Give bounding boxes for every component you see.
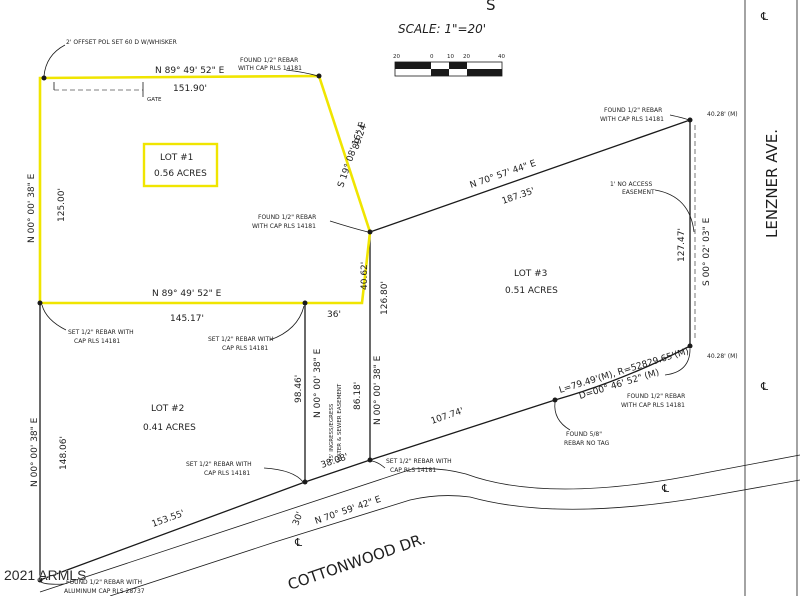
note-found-rebar-4a: FOUND 1/2" REBAR <box>627 393 685 400</box>
watermark: 2021 ARMLS <box>4 567 87 583</box>
note-set-rebar-a1: SET 1/2" REBAR WITH <box>68 329 134 336</box>
scale-tick-label: 40 <box>498 54 505 60</box>
easement-label-2: WATER & SEWER EASEMENT <box>337 383 343 462</box>
lot1-outline <box>38 74 372 305</box>
distance-145: 145.17' <box>170 314 204 324</box>
note-aluminum-cap-a: FOUND 1/2" REBAR WITH <box>66 579 142 586</box>
note-aluminum-cap-b: ALUMINUM CAP RLS 28737 <box>64 588 145 595</box>
bearing-mid-line-2: N 00° 00' 38" E <box>373 355 383 425</box>
bearing-cottonwood: N 70° 59' 42" E <box>314 495 383 527</box>
bearing-west-lower: N 00° 00' 38" E <box>30 417 40 487</box>
centerline-symbol: ℄ <box>760 380 768 393</box>
note-found-rebar-1a: FOUND 1/2" REBAR <box>240 57 298 64</box>
survey-monuments <box>37 73 693 583</box>
note-set-rebar-b1: SET 1/2" REBAR WITH <box>208 336 274 343</box>
lot2-area: 0.41 ACRES <box>143 423 196 433</box>
distance-127: 127.47' <box>677 228 687 262</box>
note-found-rebar-4b: WITH CAP RLS 14181 <box>621 402 685 409</box>
distance-86: 86.18' <box>353 382 363 410</box>
centerline-symbol: ℄ <box>294 536 302 549</box>
scale-tick-label: 10 <box>447 54 454 60</box>
scale-tick-label: 0 <box>430 54 434 60</box>
distance-148: 148.06' <box>59 436 69 470</box>
distance-40-28-lower: 40.28' (M) <box>707 353 738 360</box>
bearing-mid-line: N 00° 00' 38" E <box>313 348 323 418</box>
note-found-rebar-2b: WITH CAP RLS 14181 <box>252 223 316 230</box>
street-label-lenzner: LENZNER AVE. <box>763 129 781 238</box>
distance-98: 98.46' <box>294 375 304 403</box>
distance-187: 187.35' <box>501 186 536 207</box>
note-found-5-8b: REBAR NO TAG <box>564 440 610 447</box>
scale-tick-label: 20 <box>393 54 400 60</box>
north-letter: S <box>486 0 496 14</box>
note-set-rebar-a2: CAP RLS 14181 <box>74 338 120 345</box>
boundary-lines <box>39 119 696 581</box>
lot2-name: LOT #2 <box>151 404 184 414</box>
distance-125: 125.00' <box>57 188 67 222</box>
centerline-symbol: ℄ <box>661 482 669 495</box>
distance-151: 151.90' <box>173 84 207 94</box>
note-no-access-a: 1' NO ACCESS <box>610 181 652 188</box>
note-set-rebar-d2: CAP RLS 14181 <box>390 467 436 474</box>
distance-36: 36' <box>327 310 341 320</box>
lenzner-ave-row <box>744 0 798 596</box>
note-set-rebar-c1: SET 1/2" REBAR WITH <box>186 461 252 468</box>
distance-107: 107.74' <box>430 406 465 427</box>
street-label-cottonwood: COTTONWOOD DR. <box>285 530 427 594</box>
lot1-label-box <box>142 142 219 188</box>
scale-label: SCALE: 1"=20' <box>398 22 486 36</box>
easement-label-1: 35' INGRESS/EGRESS <box>329 403 335 462</box>
distance-30: 30' <box>291 511 305 528</box>
bearing-lenzner: S 00° 02' 03" E <box>702 217 712 286</box>
distance-40-62: 40.62' <box>360 262 370 290</box>
note-set-rebar-d1: SET 1/2" REBAR WITH <box>386 458 452 465</box>
note-found-rebar-2a: FOUND 1/2" REBAR <box>258 214 316 221</box>
lot3-name: LOT #3 <box>514 269 547 279</box>
cottonwood-dr-row <box>39 454 800 596</box>
centerline-symbol: ℄ <box>760 10 768 23</box>
note-found-5-8a: FOUND 5/8" <box>566 431 602 438</box>
scale-tick-label: 20 <box>463 54 470 60</box>
note-found-rebar-1b: WITH CAP RLS 14181 <box>238 65 302 72</box>
note-set-rebar-b2: CAP RLS 14181 <box>222 345 268 352</box>
lot3-area: 0.51 ACRES <box>505 286 558 296</box>
distance-40-28-upper: 40.28' (M) <box>707 111 738 118</box>
bearing-lot1-north: N 89° 49' 52" E <box>155 66 225 76</box>
scale-bar: 20 0 10 20 40 <box>393 54 505 77</box>
note-found-rebar-3b: WITH CAP RLS 14181 <box>600 116 664 123</box>
distance-153: 153.55' <box>151 509 186 530</box>
bearing-lot1-west: N 00° 00' 38" E <box>27 173 37 243</box>
gate-label: GATE <box>147 97 162 103</box>
callout-leaders <box>40 44 695 585</box>
bearing-lot1-south: N 89° 49' 52" E <box>152 289 222 299</box>
note-offset-pol: 2' OFFSET POL SET 60 D W/WHISKER <box>66 39 177 46</box>
lot1-name: LOT #1 <box>160 153 193 163</box>
distance-126: 126.80' <box>380 281 390 315</box>
note-no-access-b: EASEMENT <box>622 189 655 196</box>
note-set-rebar-c2: CAP RLS 14181 <box>204 470 250 477</box>
note-found-rebar-3a: FOUND 1/2" REBAR <box>604 107 662 114</box>
lot1-area: 0.56 ACRES <box>154 169 207 179</box>
